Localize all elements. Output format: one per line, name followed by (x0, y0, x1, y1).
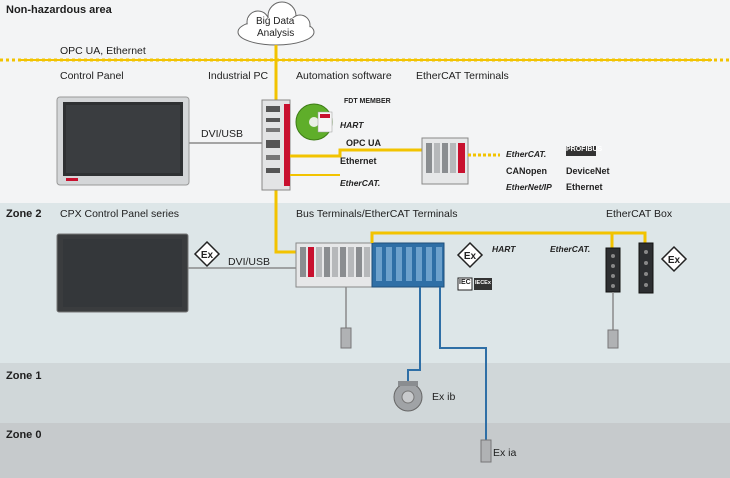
ethercat-logo: EtherCAT. (340, 178, 381, 188)
ethernet-logo-right: Ethernet (566, 182, 603, 192)
ex-ia-label: Ex ia (493, 447, 517, 459)
header-ethercat-terminals: EtherCAT Terminals (416, 70, 509, 82)
iecex-logo (474, 278, 492, 290)
profibus-logo (566, 146, 596, 156)
ex-ib-device (393, 381, 423, 412)
ethercat-terminals-top (421, 137, 469, 185)
header-industrial-pc: Industrial PC (208, 70, 269, 82)
cpx-control-panel (56, 233, 189, 313)
hart-logo-zone2: HART (492, 244, 516, 254)
header-ethercat-box: EtherCAT Box (606, 208, 673, 220)
header-cpx-panel: CPX Control Panel series (60, 208, 180, 220)
hart-logo: HART (340, 120, 364, 130)
svg-text:Ex: Ex (668, 255, 681, 266)
dvi-label-top: DVI/USB (201, 128, 244, 140)
svg-text:Ex: Ex (201, 250, 214, 261)
cloud-icon (237, 1, 315, 46)
iecex-logo-text: IECEx (475, 280, 491, 286)
ethercat-logo-right: EtherCAT. (506, 149, 547, 159)
ex-ib-label: Ex ib (432, 391, 456, 403)
header-bus-terminals: Bus Terminals/EtherCAT Terminals (296, 208, 458, 220)
header-control-panel: Control Panel (60, 70, 124, 82)
ethercat-box-2 (638, 242, 654, 294)
zone-label-0: Zone 0 (6, 429, 42, 441)
header-automation-software: Automation software (296, 70, 392, 82)
ipc-zone2-bus (274, 190, 296, 254)
ipc-ethercat-terminals-bus (290, 148, 422, 158)
ex-ia-cable (439, 287, 487, 440)
sensor-box (607, 329, 619, 349)
zone-1-area (0, 363, 730, 423)
iec-logo-text: IEC (459, 279, 471, 286)
profibus-logo-text: PROFIBUS (566, 146, 603, 153)
ex-symbol-icon: Ex (193, 240, 221, 268)
svg-text:Ex: Ex (464, 251, 477, 262)
ethercat-logo-zone2: EtherCAT. (550, 244, 591, 254)
canopen-logo: CANopen (506, 166, 547, 176)
network-label: OPC UA, Ethernet (60, 45, 146, 57)
ex-ib-cable (407, 287, 421, 382)
zone-0-area (0, 423, 730, 478)
ethernet-logo: Ethernet (340, 156, 377, 166)
zone-label-non-hazardous: Non-hazardous area (6, 4, 112, 16)
industrial-pc (261, 99, 291, 191)
fdt-logo: FDT MEMBER (344, 98, 391, 105)
zone2-ethercat-bus (370, 231, 614, 250)
zone-label-2: Zone 2 (6, 208, 42, 220)
ex-symbol-icon-bus: Ex (456, 241, 484, 269)
zone2-box-bus (612, 231, 647, 245)
bus-terminals-zone2 (295, 242, 445, 288)
sensor-left (340, 327, 352, 349)
ethernetip-logo: EtherNet/IP (506, 182, 552, 192)
control-panel-top (56, 96, 190, 186)
ethercat-box-1 (605, 247, 621, 293)
cloud-label-line1: Big Data (256, 16, 295, 27)
ex-symbol-icon-box: Ex (660, 245, 688, 273)
ex-ia-device (480, 439, 492, 463)
devicenet-logo: DeviceNet (566, 166, 610, 176)
software-disc-icon (295, 103, 333, 141)
zone-label-1: Zone 1 (6, 370, 42, 382)
cloud-label-line2: Analysis (257, 28, 295, 39)
iec-logo (457, 277, 473, 291)
dvi-label-zone2: DVI/USB (228, 256, 271, 268)
opcua-logo: OPC UA (346, 138, 382, 148)
